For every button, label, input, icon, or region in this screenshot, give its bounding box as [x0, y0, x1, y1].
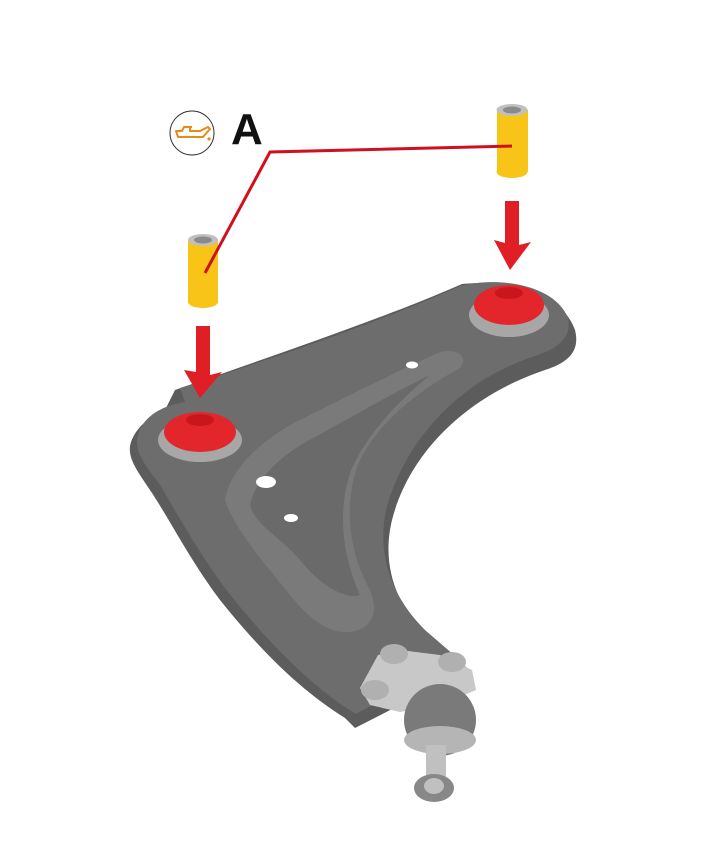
right-eye-insert [474, 285, 544, 325]
oil-icon-circle [169, 110, 215, 156]
bushing-right [496, 104, 528, 178]
arrow-left [184, 326, 222, 398]
leader-line [203, 144, 513, 274]
arrow-right [494, 201, 531, 270]
ball-joint-stud-tip [424, 778, 444, 794]
arm-rib-inner [250, 375, 430, 596]
arm-top [136, 282, 569, 714]
bushing-left-bottom [188, 296, 218, 308]
bushing-right-bore [503, 106, 521, 114]
right-eye-hole [495, 287, 523, 299]
bushing-left-bore [194, 236, 212, 244]
oil-icon-drop [207, 137, 211, 141]
left-eye-insert [164, 412, 236, 452]
hole-3 [406, 361, 418, 369]
rivet-3 [361, 680, 389, 700]
bushing-right-body [497, 110, 528, 172]
control-arm [129, 282, 577, 802]
left-eye-hole [186, 414, 214, 426]
ball-joint-boot [404, 726, 476, 754]
rivet-1 [380, 644, 408, 664]
hole-2 [284, 514, 298, 522]
oil-can-icon [169, 110, 215, 156]
arrow-right-shape [494, 201, 531, 270]
right-bushing-eye [469, 285, 549, 337]
part-label-a: A [231, 105, 263, 154]
rivet-2 [438, 652, 466, 672]
left-bushing-eye [158, 412, 242, 462]
bushing-left-body [188, 240, 218, 302]
arrow-left-shape [184, 326, 222, 398]
oil-icon-can [175, 126, 211, 138]
bushing-left [188, 234, 218, 308]
hole-1 [256, 476, 276, 488]
bushing-right-bottom [496, 166, 528, 178]
